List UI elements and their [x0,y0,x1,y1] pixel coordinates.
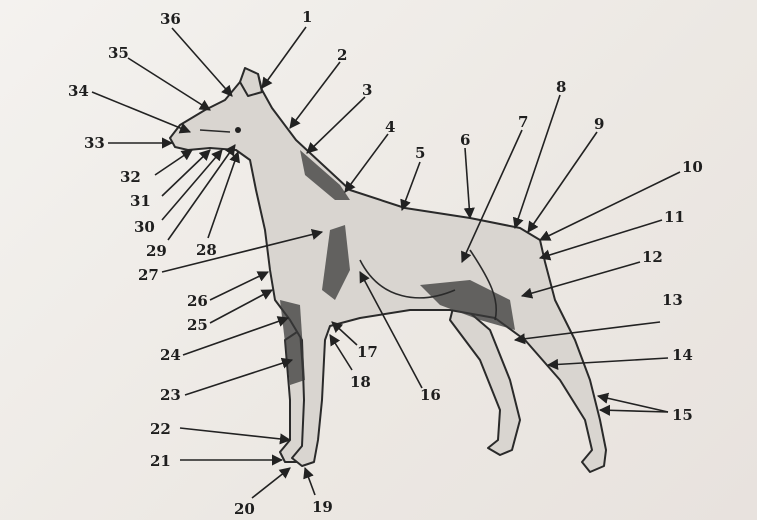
arrow-17 [332,322,357,345]
arrow-18 [330,335,352,370]
arrow-4 [345,134,388,192]
arrow-19 [305,468,315,495]
label-29: 29 [146,242,167,260]
label-21: 21 [150,452,171,470]
label-10: 10 [682,158,703,176]
label-4: 4 [385,118,395,136]
label-17: 17 [357,343,378,361]
label-18: 18 [350,373,371,391]
arrow-10 [540,172,680,240]
label-34: 34 [68,82,89,100]
label-7: 7 [518,113,528,131]
label-36: 36 [160,10,181,28]
arrow-26 [210,272,268,300]
arrow-35 [128,58,210,110]
arrow-23 [185,360,292,395]
label-13: 13 [662,291,683,309]
label-27: 27 [138,266,159,284]
label-19: 19 [312,498,333,516]
label-16: 16 [420,386,441,404]
label-9: 9 [594,115,604,133]
arrow-6 [465,148,470,218]
label-35: 35 [108,44,129,62]
label-32: 32 [120,168,141,186]
label-33: 33 [84,134,105,152]
label-30: 30 [134,218,155,236]
label-14: 14 [672,346,693,364]
label-1: 1 [302,8,312,26]
label-8: 8 [556,78,566,96]
label-20: 20 [234,500,255,518]
arrow-36 [172,28,232,96]
label-23: 23 [160,386,181,404]
label-31: 31 [130,192,151,210]
arrow-5 [402,162,420,210]
label-28: 28 [196,241,217,259]
label-3: 3 [362,81,372,99]
arrow-2 [290,62,340,128]
arrow-30 [162,150,222,220]
label-26: 26 [187,292,208,310]
label-15: 15 [672,406,693,424]
label-25: 25 [187,316,208,334]
label-2: 2 [337,46,347,64]
label-12: 12 [642,248,663,266]
label-24: 24 [160,346,181,364]
arrow-1 [262,27,306,88]
arrow-34 [92,92,190,132]
label-6: 6 [460,131,470,149]
label-22: 22 [150,420,171,438]
label-11: 11 [664,208,685,226]
label-5: 5 [415,144,425,162]
arrow-20 [252,468,290,498]
arrow-22 [180,428,290,440]
arrow-32 [155,150,192,175]
arrow-28 [208,152,238,238]
arrow-3 [307,97,365,153]
